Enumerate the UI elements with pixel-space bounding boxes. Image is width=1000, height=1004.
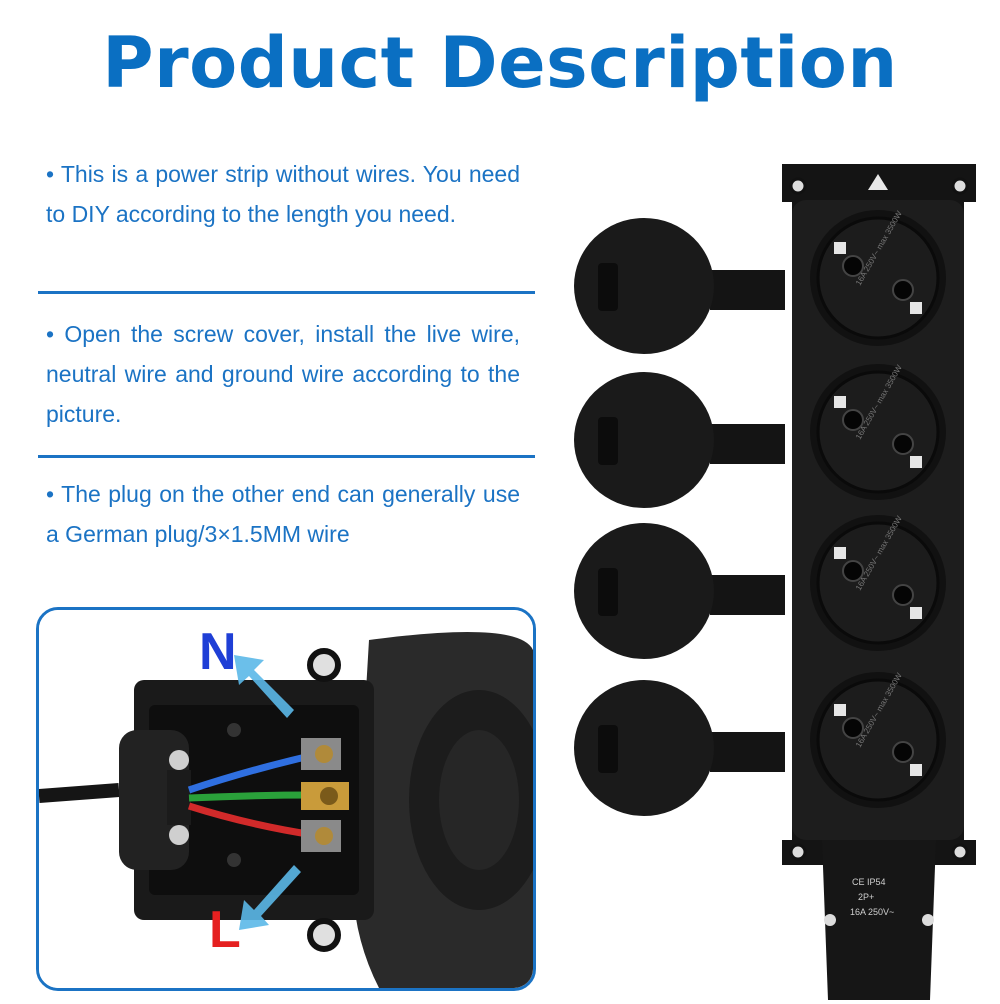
description-2: • Open the screw cover, install the live… — [46, 314, 520, 434]
neutral-label: N — [199, 623, 237, 681]
power-strip-image: CE IP54 2P+ 16A 250V~ 16A 250V~ max 3500… — [560, 150, 990, 1000]
divider — [38, 291, 535, 294]
bullet: • — [46, 321, 55, 347]
description-text: Open the screw cover, install the live w… — [46, 321, 520, 427]
description-3: • The plug on the other end can generall… — [46, 474, 520, 554]
description-text: The plug on the other end can generally … — [46, 481, 520, 547]
plug-marking-line2: 2P+ — [858, 892, 874, 902]
description-text: This is a power strip without wires. You… — [46, 161, 520, 227]
plug-marking: CE IP54 2P+ 16A 250V~ — [850, 877, 894, 917]
socket-outlet: 16A 250V~ max 3500W — [574, 671, 946, 816]
bullet: • — [46, 481, 55, 507]
bullet: • — [46, 161, 55, 187]
socket-outlet: 16A 250V~ max 3500W — [574, 209, 946, 354]
live-label: L — [209, 901, 241, 959]
plug-marking-line3: 16A 250V~ — [850, 907, 894, 917]
page-title: Product Description — [102, 22, 898, 104]
description-1: • This is a power strip without wires. Y… — [46, 154, 520, 234]
socket-outlet: 16A 250V~ max 3500W — [574, 363, 946, 508]
socket-outlet: 16A 250V~ max 3500W — [574, 514, 946, 659]
wiring-detail-image: N L — [36, 607, 536, 991]
plug-marking-line1: CE IP54 — [852, 877, 886, 887]
divider — [38, 455, 535, 458]
